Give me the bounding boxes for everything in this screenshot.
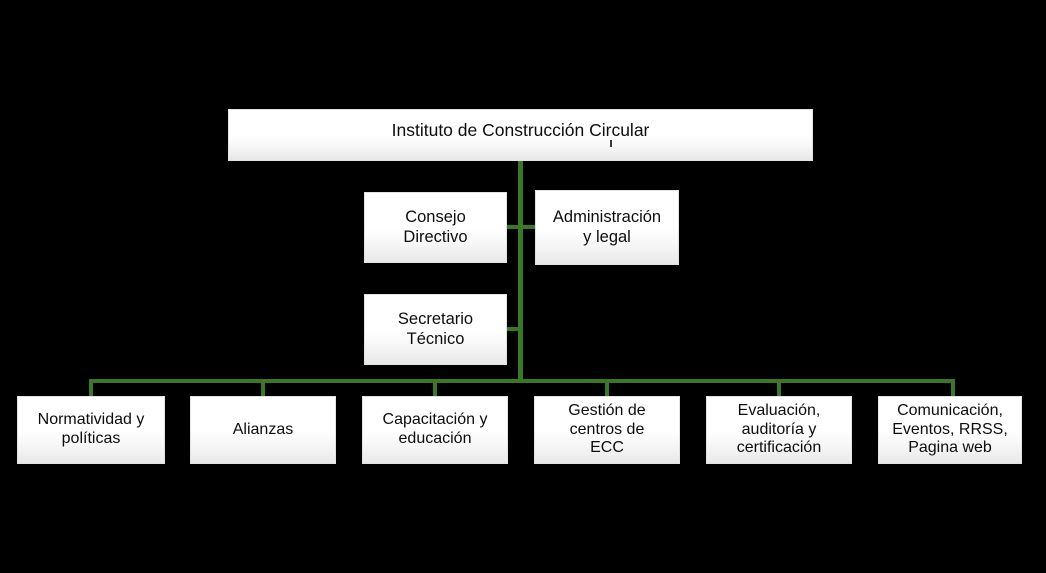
drop-line-unit-4 [605,379,609,398]
node-comunicacion-eventos-rrss-pagina-web[interactable]: Comunicación, Eventos, RRSS, Pagina web [878,396,1022,464]
node-label: Gestión de centros de ECC [568,402,646,457]
node-label: Capacitación y educación [382,411,488,447]
trunk-vertical-line [518,160,523,383]
node-label: Normatividad y políticas [37,411,145,447]
node-consejo-directivo[interactable]: Consejo Directivo [364,192,507,263]
node-label: Administración y legal [552,208,662,246]
node-alianzas[interactable]: Alianzas [190,396,336,464]
node-instituto-de-construccion-circular[interactable]: Instituto de Construcción Circular [228,109,813,161]
connector-consejo-directivo [506,225,520,229]
drop-line-unit-6 [951,379,955,398]
title-underline-artifact [610,140,612,147]
connector-secretario-tecnico [506,327,520,331]
node-label: Evaluación, auditoría y certificación [736,402,822,457]
connector-administracion-legal [521,225,537,229]
node-label: Instituto de Construcción Circular [391,119,650,140]
drop-line-unit-2 [261,379,265,398]
distribution-horizontal-bar [91,379,955,383]
drop-line-unit-3 [433,379,437,398]
node-gestion-de-centros-de-ecc[interactable]: Gestión de centros de ECC [534,396,680,464]
node-capacitacion-y-educacion[interactable]: Capacitación y educación [362,396,508,464]
drop-line-unit-1 [89,379,93,398]
node-label: Secretario Técnico [397,310,474,348]
node-normatividad-y-politicas[interactable]: Normatividad y políticas [17,396,165,464]
drop-line-unit-5 [777,379,781,398]
node-evaluacion-auditoria-y-certificacion[interactable]: Evaluación, auditoría y certificación [706,396,852,464]
node-administracion-y-legal[interactable]: Administración y legal [535,190,679,265]
node-label: Consejo Directivo [403,208,468,246]
node-secretario-tecnico[interactable]: Secretario Técnico [364,294,507,365]
node-label: Comunicación, Eventos, RRSS, Pagina web [892,402,1008,457]
node-label: Alianzas [232,420,294,438]
